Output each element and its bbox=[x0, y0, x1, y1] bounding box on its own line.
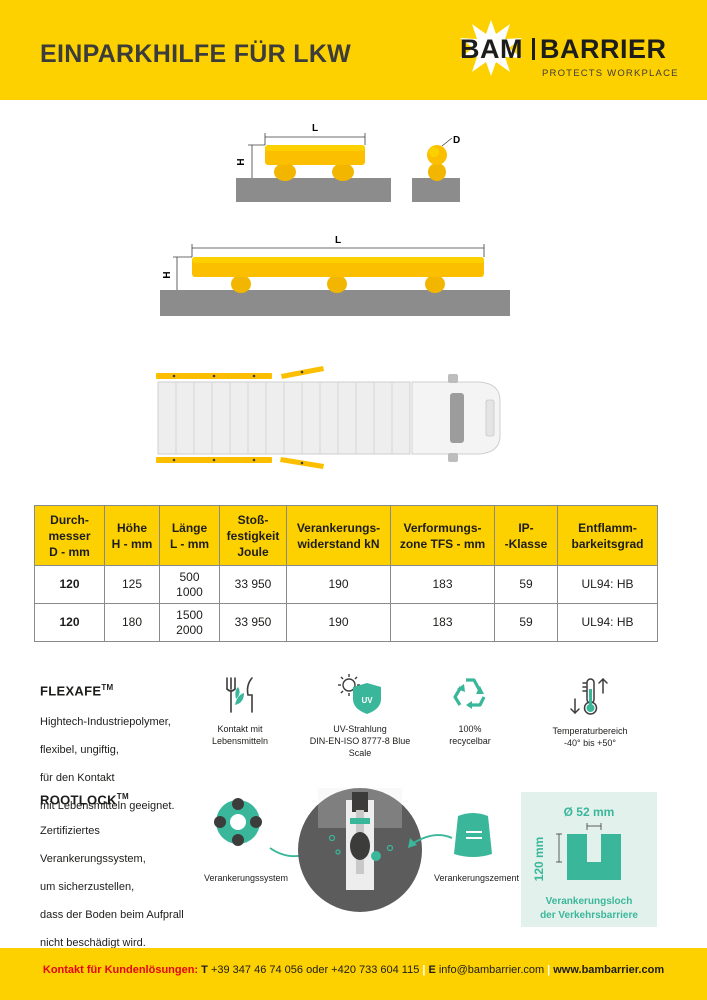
website-link[interactable]: www.bambarrier.com bbox=[553, 964, 665, 976]
col-anchor-resistance: Verankerungs-widerstand kN bbox=[286, 505, 391, 566]
logo-bam: BAM bbox=[460, 34, 523, 64]
contact-label: Kontakt für Kundenlösungen: bbox=[42, 964, 199, 976]
rootlock-title: ROOTLOCKTM bbox=[40, 792, 129, 808]
cell-deformation: 183 bbox=[390, 565, 495, 604]
dim-label-L-long: L bbox=[335, 235, 341, 246]
cell-height: 180 bbox=[104, 603, 160, 642]
anchor-hole-diagram bbox=[556, 823, 621, 880]
feature-temperature: Temperaturbereich -40° bis +50° bbox=[540, 675, 640, 749]
contact-line: Kontakt für Kundenlösungen: T +39 347 46… bbox=[42, 964, 665, 976]
cell-deformation: 183 bbox=[390, 603, 495, 642]
cement-bag-icon bbox=[454, 813, 492, 857]
feature-food-contact: Kontakt mit Lebensmitteln bbox=[195, 675, 285, 747]
cell-anchor-resistance: 190 bbox=[286, 565, 391, 604]
phone-numbers[interactable]: +39 347 46 74 056 oder +420 733 604 115 bbox=[210, 964, 420, 976]
header: EINPARKHILFE FÜR LKW BAM BARRIER PROTECTS… bbox=[0, 0, 707, 100]
rootlock-description: Zertifiziertes Verankerungssystem, um si… bbox=[40, 825, 184, 949]
dim-label-H: H bbox=[236, 158, 247, 165]
hole-depth-label: 120 mm bbox=[532, 836, 546, 882]
cell-flammability: UL94: HB bbox=[557, 565, 658, 604]
bam-barrier-logo: BAM BARRIER PROTECTS WORKPLACE bbox=[456, 18, 681, 88]
feature-recyclable: 100% recycelbar bbox=[425, 675, 515, 747]
anchor-cross-section bbox=[298, 788, 422, 912]
dim-label-H-long: H bbox=[162, 271, 173, 278]
hole-diameter-label: Ø 52 mm bbox=[563, 805, 615, 819]
truck-top-view bbox=[156, 366, 501, 469]
technical-drawings: L H D L H bbox=[156, 123, 510, 469]
cell-diameter: 120 bbox=[34, 565, 105, 604]
dim-label-D: D bbox=[453, 135, 460, 146]
cell-impact: 33 950 bbox=[219, 565, 287, 604]
page-title: EINPARKHILFE FÜR LKW bbox=[40, 40, 352, 68]
footer: Kontakt für Kundenlösungen: T +39 347 46… bbox=[0, 948, 707, 1000]
feature-uv-resistance: UV UV-Strahlung DIN-EN-ISO 8777-8 Blue S… bbox=[305, 673, 415, 759]
anchoring-system-icon bbox=[214, 798, 262, 846]
col-deformation: Verformungs-zone TFS - mm bbox=[390, 505, 495, 566]
short-barrier-side-view: L H bbox=[236, 123, 391, 202]
cell-diameter: 120 bbox=[34, 603, 105, 642]
recycle-icon bbox=[453, 678, 486, 709]
thermometer-icon bbox=[570, 677, 608, 715]
food-contact-icon bbox=[226, 677, 253, 713]
anchor-hole-panel: Ø 52 mm 120 mm Verankerungsloch der Verk… bbox=[521, 792, 657, 927]
col-ip: IP--Klasse bbox=[494, 505, 558, 566]
cell-flammability: UL94: HB bbox=[557, 603, 658, 642]
dim-label-L: L bbox=[312, 123, 318, 134]
anchoring-cement-caption: Verankerungszement bbox=[434, 873, 520, 883]
barrier-cross-section: D bbox=[412, 135, 460, 202]
cell-height: 125 bbox=[104, 565, 160, 604]
col-flammability: Entflamm-barkeitsgrad bbox=[557, 505, 658, 566]
logo-tagline: PROTECTS WORKPLACE bbox=[542, 68, 679, 79]
cell-impact: 33 950 bbox=[219, 603, 287, 642]
cell-anchor-resistance: 190 bbox=[286, 603, 391, 642]
uv-shield-icon: UV bbox=[338, 674, 381, 714]
cell-ip: 59 bbox=[494, 565, 558, 604]
uv-badge: UV bbox=[361, 696, 373, 705]
starburst-icon bbox=[460, 20, 522, 76]
logo-barrier: BARRIER bbox=[540, 34, 667, 64]
long-barrier-side-view: L H bbox=[160, 235, 510, 316]
email-link[interactable]: info@bambarrier.com bbox=[438, 964, 545, 976]
flexafe-title: FLEXAFETM bbox=[40, 683, 114, 699]
anchoring-system-caption: Verankerungssystem bbox=[204, 873, 289, 883]
flexafe-description: Hightech-Industriepolymer, flexibel, ung… bbox=[40, 716, 175, 812]
cell-ip: 59 bbox=[494, 603, 558, 642]
rootlock-illustration bbox=[214, 788, 492, 912]
anchor-hole-caption: Verankerungsloch der Verkehrsbarriere bbox=[540, 896, 638, 921]
